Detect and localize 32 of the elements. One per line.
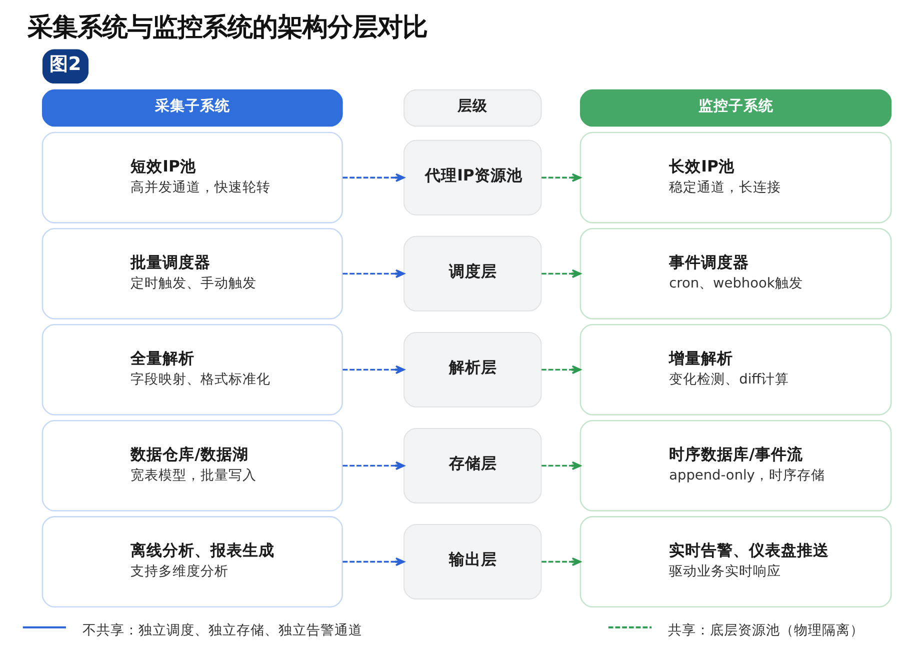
node-box: 解析层	[404, 332, 542, 408]
node-box: 层级	[404, 89, 542, 127]
node-box: 增量解析 变化检测、diff计算	[580, 324, 892, 416]
node-box: 代理IP资源池	[404, 140, 542, 216]
node-box: 采集子系统	[42, 89, 343, 127]
node-box: 图2	[42, 49, 89, 84]
node-box: 批量调度器 定时触发、手动触发	[42, 228, 343, 320]
node-box: 短效IP池 高并发通道，快速轮转	[42, 132, 343, 224]
arrow	[342, 269, 405, 278]
node-box: 存储层	[404, 428, 542, 504]
node-box: 时序数据库/事件流 append-only，时序存储	[580, 420, 892, 512]
node-box: 调度层	[404, 236, 542, 312]
legend-label: 共享：底层资源池（物理隔离）	[668, 622, 864, 638]
arrow	[542, 461, 582, 470]
arrow	[542, 365, 582, 374]
node-box: 离线分析、报表生成 支持多维度分析	[42, 516, 343, 608]
arrow	[342, 173, 405, 182]
node-box: 全量解析 字段映射、格式标准化	[42, 324, 343, 416]
arrow	[542, 557, 582, 566]
node-box: 监控子系统	[580, 89, 892, 127]
arrow	[342, 557, 405, 566]
arrow	[342, 365, 405, 374]
arrow	[542, 269, 582, 278]
diagram-title: 采集系统与监控系统的架构分层对比	[28, 12, 428, 42]
arrow	[342, 461, 405, 470]
node-box: 长效IP池 稳定通道，长连接	[580, 132, 892, 224]
legend-label: 不共享：独立调度、独立存储、独立告警通道	[82, 622, 363, 638]
node-box: 事件调度器 cron、webhook触发	[580, 228, 892, 320]
arrow	[542, 173, 582, 182]
node-box: 实时告警、仪表盘推送 驱动业务实时响应	[580, 516, 892, 608]
node-box: 输出层	[404, 524, 542, 600]
node-box: 数据仓库/数据湖 宽表模型，批量写入	[42, 420, 343, 512]
